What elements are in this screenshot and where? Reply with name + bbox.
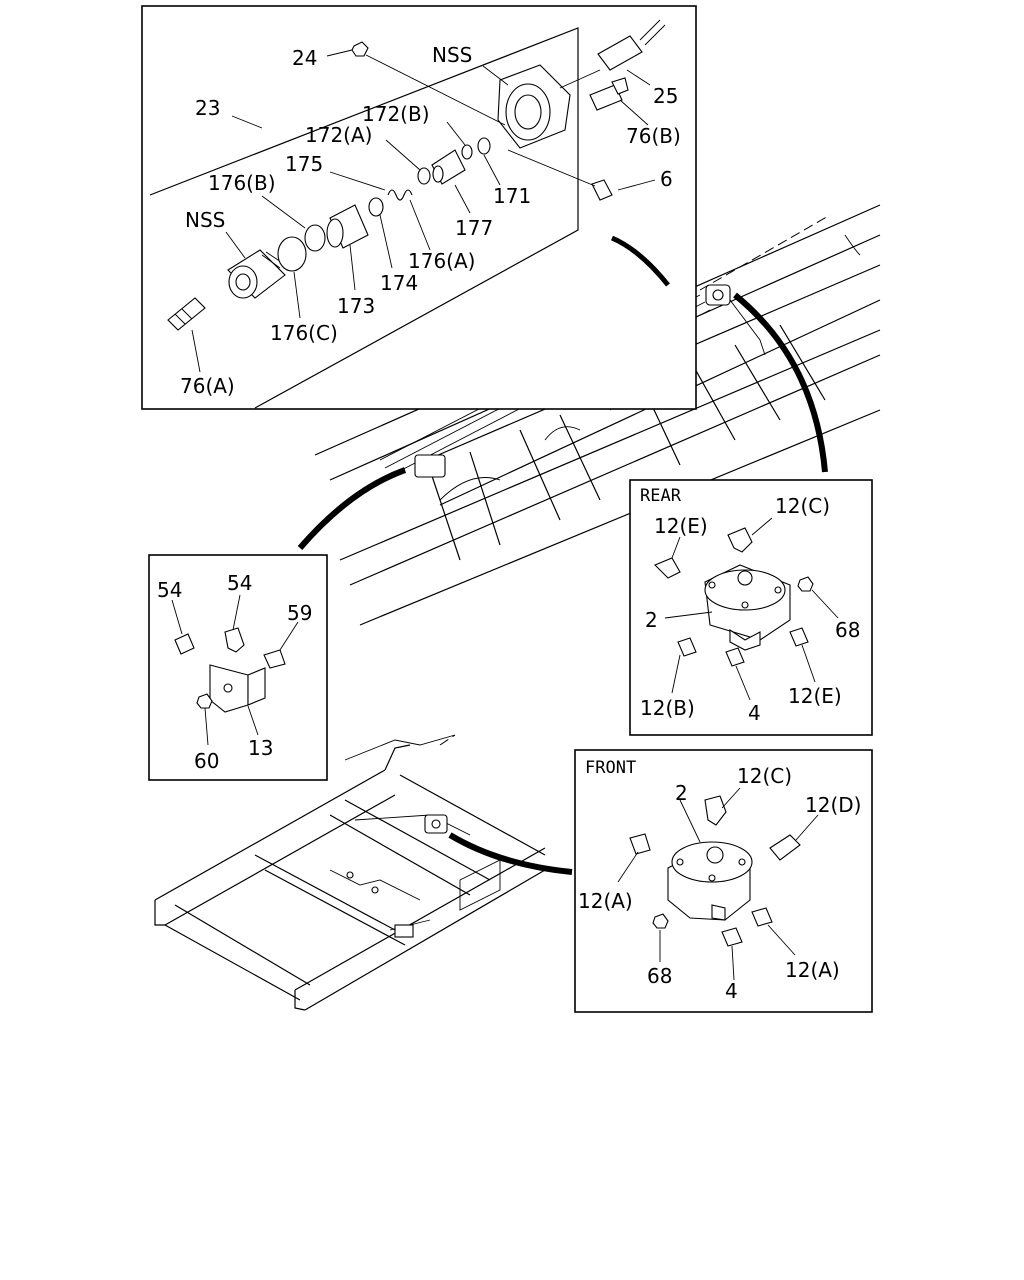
- rear-callout-4: 4: [748, 701, 761, 725]
- left-callout-54a: 54: [157, 578, 182, 602]
- nut-60-part: [196, 693, 213, 709]
- oring-176c-part: [277, 236, 307, 272]
- callout-nss-right: NSS: [432, 43, 472, 67]
- connector-arc-left: [297, 467, 407, 550]
- front-callout-12d: 12(D): [805, 793, 861, 817]
- fitting-59-part: [263, 649, 286, 669]
- rear-title: REAR: [640, 486, 682, 506]
- oring-171-part: [477, 137, 491, 155]
- callout-177: 177: [455, 216, 493, 240]
- callout-23: 23: [195, 96, 220, 120]
- rear-detail-box: REAR 12(C) 12(E) 2 68 12(B) 4: [629, 479, 873, 736]
- callout-172b: 172(B): [362, 102, 430, 126]
- callout-6: 6: [660, 167, 673, 191]
- left-callout-59: 59: [287, 601, 312, 625]
- rear-callout-68: 68: [835, 618, 860, 642]
- callout-174: 174: [380, 271, 418, 295]
- front-title: FRONT: [585, 758, 636, 778]
- left-detail-box: 54 54 59 60 13: [148, 554, 328, 781]
- front-callout-12a-right: 12(A): [785, 958, 840, 982]
- front-valve-body-part: [667, 841, 753, 921]
- callout-173: 173: [337, 294, 375, 318]
- connector-arc-rear: [610, 235, 670, 287]
- rear-callout-12e-top: 12(E): [654, 514, 708, 538]
- front-callout-12c: 12(C): [737, 764, 792, 788]
- bracket-13-part: [209, 664, 266, 713]
- callout-172a: 172(A): [305, 123, 372, 147]
- callout-76b: 76(B): [626, 124, 681, 148]
- fitting-76b-part: [589, 77, 629, 111]
- fitting-12a-front-bottom-part: [751, 907, 773, 927]
- fitting-12a-front-top-part: [629, 833, 651, 855]
- bolt-6-part: [507, 149, 613, 201]
- callout-176c: 176(C): [270, 321, 338, 345]
- bolt-4-front-part: [721, 927, 743, 947]
- front-callout-12a-left: 12(A): [578, 889, 633, 913]
- fitting-12c-rear-part: [727, 527, 753, 553]
- nut-68-rear-part: [797, 576, 814, 592]
- rear-callout-12b: 12(B): [640, 696, 695, 720]
- rear-callout-2: 2: [645, 608, 658, 632]
- callout-175: 175: [285, 152, 323, 176]
- fitting-76a-part: [167, 297, 206, 331]
- top-detail-box: 24 NSS 23 172(B) 172(A) 175 176(B) NSS 2…: [141, 5, 697, 410]
- fitting-12e-rear-bottom-part: [789, 627, 809, 647]
- oring-172b-part: [461, 144, 473, 160]
- washer-174-part: [368, 197, 384, 217]
- rear-valve-body-part: [704, 564, 791, 651]
- left-callout-13: 13: [248, 736, 273, 760]
- nss-body-right-part: [497, 64, 571, 149]
- fitting-12e-rear-top-part: [654, 557, 681, 579]
- callout-24: 24: [292, 46, 317, 70]
- left-callout-60: 60: [194, 749, 219, 773]
- callout-25: 25: [653, 84, 678, 108]
- fitting-12c-front-part: [704, 795, 727, 826]
- callout-171: 171: [493, 184, 531, 208]
- oring-176a-part: [417, 167, 431, 185]
- nss-housing-left-part: [227, 249, 286, 299]
- valve-177-part: [431, 149, 466, 185]
- callout-76a: 76(A): [180, 374, 235, 398]
- front-detail-box: FRONT 12(C) 2 12(D) 12(A) 68 4 12(A): [574, 749, 873, 1013]
- spring-175-part: [387, 189, 413, 201]
- callout-nss-left: NSS: [185, 208, 225, 232]
- rear-callout-12e-bottom: 12(E): [788, 684, 842, 708]
- fitting-12b-rear-part: [677, 637, 697, 657]
- front-callout-4: 4: [725, 979, 738, 1003]
- front-callout-68: 68: [647, 964, 672, 988]
- oring-176b-part: [304, 224, 326, 252]
- fitting-54b-part: [224, 627, 245, 653]
- left-callout-54b: 54: [227, 571, 252, 595]
- front-callout-2: 2: [675, 781, 688, 805]
- bolt-4-rear-part: [725, 647, 745, 667]
- fitting-12d-front-part: [769, 834, 801, 861]
- piston-173-part: [326, 204, 369, 249]
- fitting-54a-part: [174, 633, 195, 655]
- lower-chassis-frame: [154, 734, 546, 1011]
- callout-176a: 176(A): [408, 249, 475, 273]
- fitting-25-part: [597, 19, 666, 71]
- nut-68-front-part: [652, 913, 669, 929]
- connector-arc-rear-2: [733, 292, 828, 473]
- connector-arc-front: [448, 832, 573, 875]
- rear-callout-12c: 12(C): [775, 494, 830, 518]
- callout-176b: 176(B): [208, 171, 276, 195]
